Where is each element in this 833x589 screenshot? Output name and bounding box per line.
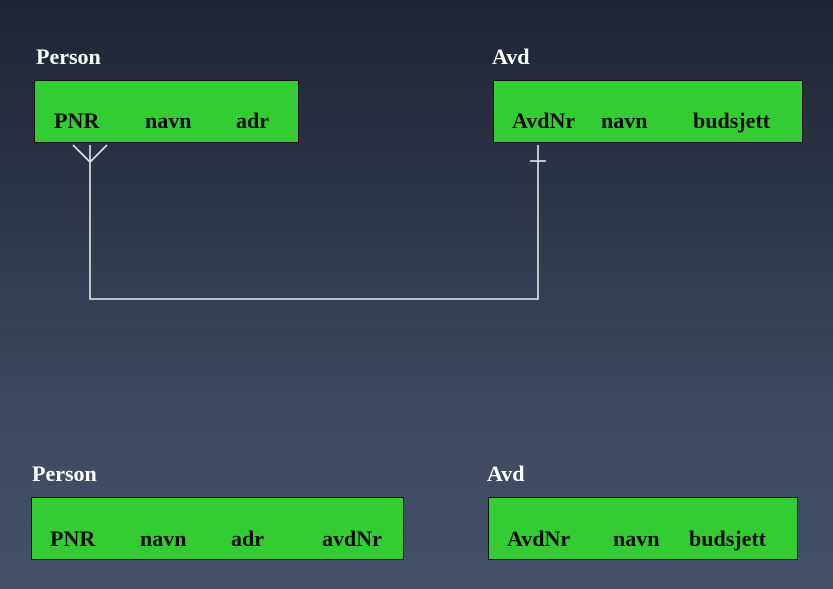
attribute-navn: navn — [145, 108, 192, 133]
attribute-navn: navn — [601, 108, 648, 133]
attribute-budsjett: budsjett — [689, 526, 767, 551]
attribute-avdnr-foreign-key: avdNr — [322, 526, 382, 551]
attribute-budsjett: budsjett — [693, 108, 771, 133]
attribute-avdnr: AvdNr — [507, 526, 571, 551]
crows-foot-right-prong — [89, 144, 108, 163]
entity-box-avd-bottom: AvdNr navn budsjett — [488, 497, 798, 560]
relationship-line — [89, 145, 539, 300]
entity-label-person-bottom: Person — [32, 461, 97, 486]
entity-box-avd-top: AvdNr navn budsjett — [493, 80, 803, 143]
attribute-avdnr: AvdNr — [512, 108, 576, 133]
entity-label-avd-bottom: Avd — [487, 461, 525, 486]
attribute-adr: adr — [236, 108, 269, 133]
attribute-navn: navn — [613, 526, 660, 551]
attribute-navn: navn — [140, 526, 187, 551]
crows-foot-left-prong — [72, 144, 91, 163]
entity-box-person-bottom: PNR navn adr avdNr — [31, 497, 404, 560]
attribute-pnr: PNR — [54, 108, 100, 133]
entity-label-avd-top: Avd — [492, 44, 530, 69]
attribute-adr: adr — [231, 526, 264, 551]
entity-label-person-top: Person — [36, 44, 101, 69]
entity-box-person-top: PNR navn adr — [34, 80, 299, 143]
attribute-pnr: PNR — [50, 526, 96, 551]
